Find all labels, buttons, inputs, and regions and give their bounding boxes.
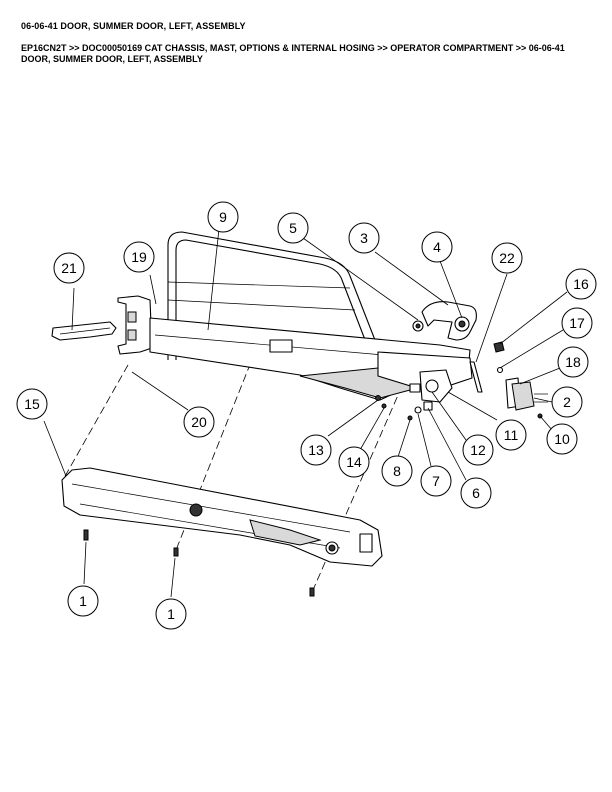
callout-18-label: 18 [565,354,581,370]
callout-7: 7 [420,465,452,497]
callout-8: 8 [381,455,413,487]
callout-7-label: 7 [432,473,440,489]
part-9-door-frame [149,231,473,401]
callout-9: 9 [207,201,239,233]
callout-15-label: 15 [24,396,40,412]
callout-16-label: 16 [573,276,589,292]
callout-8-label: 8 [393,463,401,479]
callout-21: 21 [53,252,85,284]
callout-10-label: 10 [554,431,570,447]
callout-20: 20 [183,406,215,438]
callout-1-right-label: 1 [167,606,175,622]
callout-22-label: 22 [499,250,515,266]
callout-12-label: 12 [470,442,486,458]
part-15-lower-rail [61,467,383,567]
callout-20-label: 20 [191,414,207,430]
callout-6: 6 [460,477,492,509]
part-4-handle [421,301,477,341]
part-5-fastener [412,320,424,332]
callout-5: 5 [277,212,309,244]
callout-16: 16 [565,268,597,300]
callout-11-label: 11 [504,427,519,443]
callout-15: 15 [16,388,48,420]
part-19-hinge-plate [117,295,153,355]
callout-17-label: 17 [569,315,585,331]
callout-17: 17 [561,307,593,339]
page-title: 06-06-41 DOOR, SUMMER DOOR, LEFT, ASSEMB… [21,21,246,31]
callout-19: 19 [123,241,155,273]
callout-13: 13 [300,434,332,466]
callout-1-left-label: 1 [79,593,87,609]
part-1-screws [83,529,315,597]
callout-12: 12 [462,434,494,466]
callout-13-label: 13 [308,442,324,458]
latch-housing-and-hardware [375,369,453,421]
callout-9-label: 9 [219,209,227,225]
callout-22: 22 [491,242,523,274]
latch-components [493,341,548,419]
callout-2-label: 2 [563,394,571,410]
callout-10: 10 [546,423,578,455]
part-21-bracket [51,321,117,341]
callout-1-left: 1 [67,585,99,617]
callout-21-label: 21 [61,260,77,276]
callout-3-label: 3 [360,230,368,246]
callout-18: 18 [557,346,589,378]
callout-4-label: 4 [433,239,441,255]
callout-4: 4 [421,231,453,263]
callout-5-label: 5 [289,220,297,236]
callout-1-right: 1 [155,598,187,630]
callout-3: 3 [348,222,380,254]
callout-14-label: 14 [346,454,362,470]
callout-19-label: 19 [131,249,147,265]
callout-6-label: 6 [472,485,480,501]
breadcrumb: EP16CN2T >> DOC00050169 CAT CHASSIS, MAS… [21,43,565,64]
leader-lines [43,228,568,598]
part-22-rod [469,361,483,393]
callout-14: 14 [338,446,370,478]
callout-11: 11 [495,419,527,451]
callout-2: 2 [551,386,583,418]
